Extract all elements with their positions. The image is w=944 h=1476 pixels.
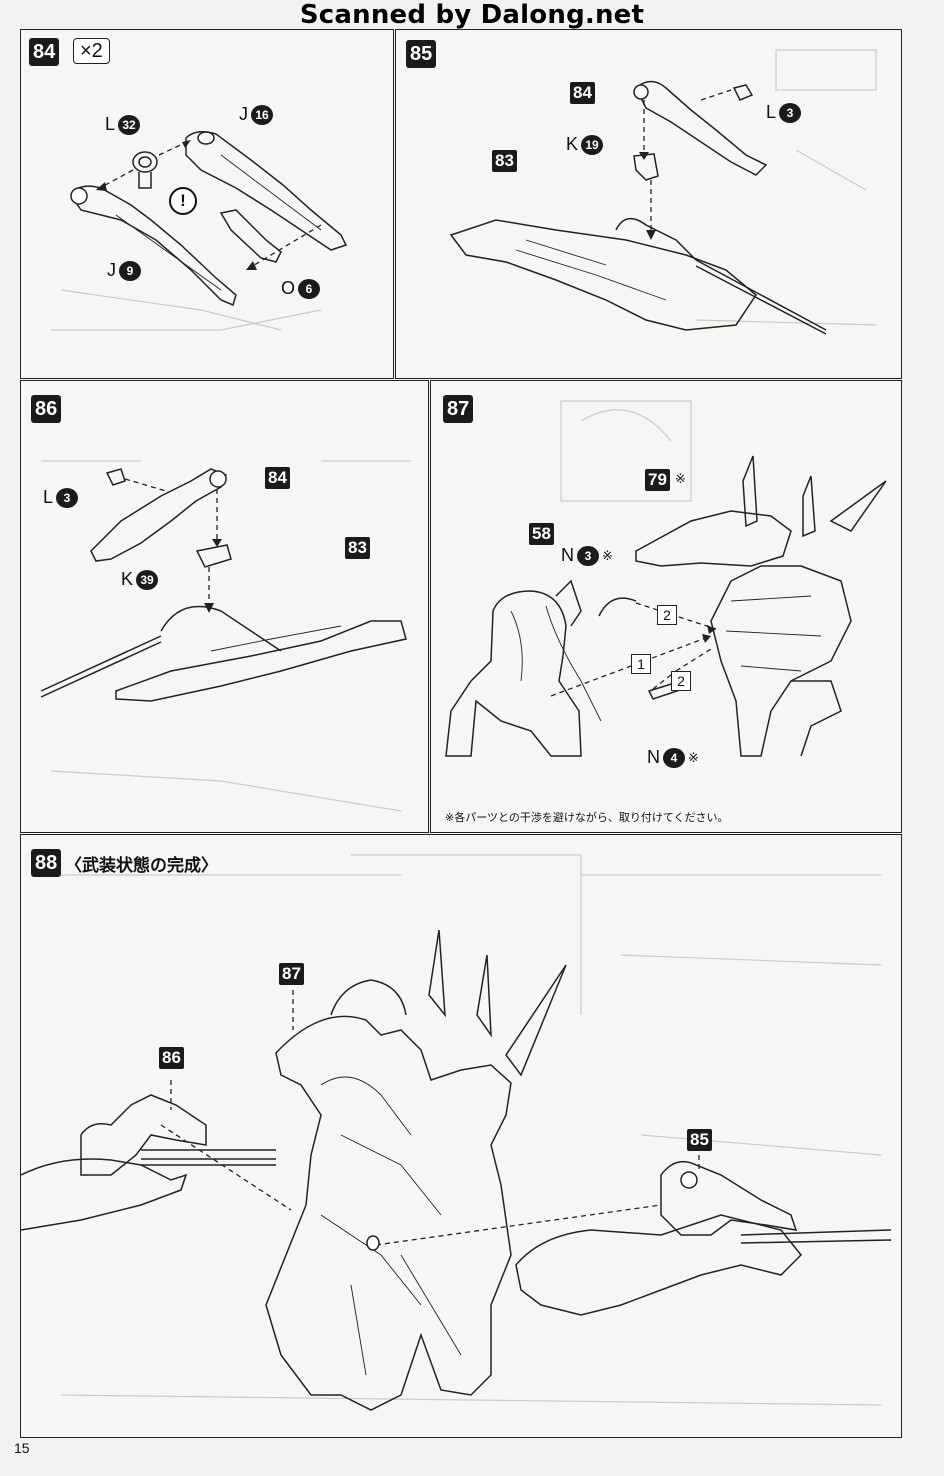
- part-letter: L: [105, 114, 116, 134]
- part-number: 32: [118, 114, 141, 135]
- part-number: 6: [298, 278, 321, 299]
- part-letter: L: [43, 487, 54, 507]
- ref-callout-83: 83: [345, 537, 370, 559]
- part-number: 4: [663, 747, 685, 768]
- ref-callout-58: 58: [529, 523, 554, 545]
- ref-callout-87: 87: [279, 963, 304, 985]
- sequence-box-1: 1: [631, 654, 651, 674]
- step-88-panel: 88 〈武装状態の完成〉 87 86 85: [20, 834, 902, 1438]
- part-number: 9: [119, 260, 141, 281]
- caution-icon: !: [169, 187, 197, 215]
- part-label-n3: N 3 ※: [561, 545, 613, 566]
- part-letter: K: [121, 569, 134, 589]
- ref-callout-83: 83: [492, 150, 517, 172]
- part-number: 16: [251, 104, 273, 125]
- step-85-panel: 84 83 85 L 3 K 19: [395, 29, 902, 379]
- step-number-badge: 85: [406, 40, 437, 68]
- part-label-n4: N 4 ※: [647, 747, 699, 768]
- step-87-panel: 79 ※ 58 87 N 3 ※ N 4 ※ 2 1 2 ※各パーツとの干渉を避…: [430, 380, 902, 833]
- part-number: 3: [577, 545, 599, 566]
- part-letter: K: [566, 134, 579, 154]
- ref-callout-85: 85: [687, 1129, 712, 1151]
- step-number-badge: 84: [29, 38, 60, 66]
- note-mark: ※: [602, 547, 613, 563]
- assembly-note: ※各パーツとの干渉を避けながら、取り付けてください。: [445, 811, 729, 824]
- part-letter: J: [107, 260, 116, 280]
- part-letter: O: [281, 278, 296, 298]
- step-number-badge: 88: [31, 849, 62, 877]
- part-letter: L: [766, 102, 777, 122]
- ref-note-mark: ※: [675, 471, 686, 486]
- page-number: 15: [14, 1440, 30, 1456]
- step-85-illustration: [449, 49, 877, 335]
- sequence-box-2b: 2: [671, 671, 691, 691]
- part-letter: J: [239, 104, 248, 124]
- part-label-j9: J 9: [107, 260, 141, 281]
- part-number: 3: [779, 102, 802, 123]
- ref-callout-84: 84: [265, 467, 290, 489]
- scan-watermark: Scanned by Dalong.net: [299, 0, 645, 30]
- part-label-l32: L 32: [105, 114, 141, 135]
- step-number-badge: 87: [443, 395, 474, 423]
- multiplier-badge: ×2: [73, 38, 110, 64]
- part-label-j16: J 16: [239, 104, 273, 125]
- step-number-badge: 86: [31, 395, 62, 423]
- part-number: 19: [581, 134, 604, 155]
- step-84-illustration: [51, 131, 348, 331]
- ref-callout-84: 84: [570, 82, 595, 104]
- note-mark: ※: [688, 749, 699, 765]
- step-title: 〈武装状態の完成〉: [65, 856, 218, 876]
- part-number: 39: [136, 569, 159, 590]
- ref-callout-86: 86: [159, 1047, 184, 1069]
- step-88-illustration: [21, 854, 892, 1411]
- part-label-l3: L 3: [43, 487, 79, 508]
- part-label-l3: L 3: [766, 102, 802, 123]
- step-84-panel: 84 ×2 L 32 J 16 J 9 O 6 !: [20, 29, 394, 379]
- part-number: 3: [56, 487, 79, 508]
- step-87-illustration: [445, 400, 887, 757]
- part-label-k39: K 39: [121, 569, 159, 590]
- part-letter: N: [647, 747, 660, 767]
- part-letter: N: [561, 545, 574, 565]
- sequence-box-2: 2: [657, 605, 677, 625]
- step-86-illustration: [40, 460, 411, 812]
- part-label-o6: O 6: [281, 278, 321, 299]
- step-86-panel: 84 83 86 L 3 K 39: [20, 380, 429, 833]
- part-label-k19: K 19: [566, 134, 604, 155]
- ref-callout-79: 79: [645, 469, 670, 491]
